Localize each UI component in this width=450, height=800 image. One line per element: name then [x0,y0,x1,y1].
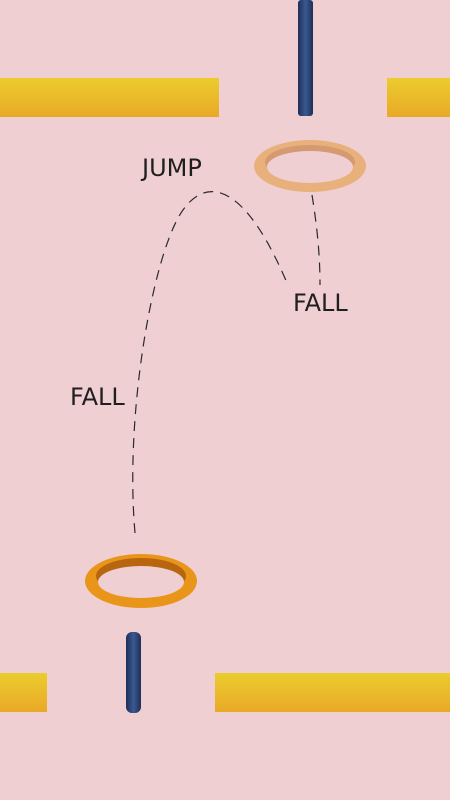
fall-label-left: FALL [70,383,125,411]
pole-icon [126,632,141,713]
trajectory-path [132,191,288,534]
pole-bottom [126,632,141,713]
jump-label: JUMP [140,154,202,182]
ghost-ring-hole [267,151,353,183]
fall-label-right: FALL [293,289,348,317]
platform-top-left [0,78,219,117]
active-ring-hole [98,566,184,598]
pole-icon [298,0,313,116]
trajectory-fall-path [311,194,321,286]
platform-bottom-left [0,673,47,712]
pole-top [298,0,313,116]
ring-icon[interactable] [85,554,197,608]
platform-bottom-right [215,673,450,712]
platform-top-right [387,78,450,117]
ring-ghost-icon [254,140,366,192]
